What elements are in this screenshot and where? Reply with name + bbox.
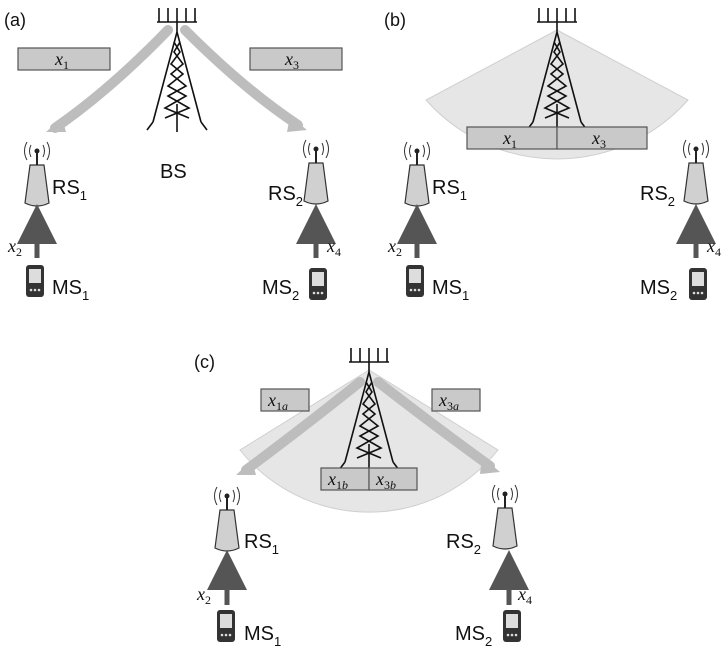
relay-station-icon-2 <box>491 484 519 550</box>
signal-x3b: x3b <box>375 469 396 492</box>
base-station-tower-icon <box>146 7 208 133</box>
beam-left-head <box>236 460 256 475</box>
rs2-label: RS2 <box>640 183 675 209</box>
mobile-phone-icon-1 <box>26 265 44 297</box>
beam-right <box>373 377 495 471</box>
signal-x1b: x1b <box>327 469 348 492</box>
signal-box-x1 <box>17 47 111 71</box>
rs1-label: RS1 <box>432 177 467 203</box>
ms1-label: MS1 <box>52 277 89 303</box>
panel-c-label: (c) <box>194 352 215 372</box>
relay-station-icon-2 <box>682 139 710 205</box>
signal-x1: x1 <box>502 128 517 151</box>
panel-c: (c) x1a x3a x1b x3b RS1 RS2 x2 x4 MS1 MS… <box>194 347 532 649</box>
signal-box-x3b <box>368 467 418 491</box>
rs2-label: RS2 <box>446 531 481 557</box>
signal-x2: x2 <box>196 584 211 607</box>
beam-right-head <box>480 457 500 474</box>
relay-station-icon-1 <box>23 141 51 207</box>
signal-box-x3 <box>556 126 648 150</box>
signal-x1a: x1a <box>267 390 288 413</box>
panel-b: (b) x1 x3 RS1 RS2 x2 x4 MS1 MS2 <box>384 7 721 303</box>
mobile-phone-icon-2 <box>309 268 327 300</box>
rs1-label: RS1 <box>244 531 279 557</box>
ms1-label: MS1 <box>244 623 281 649</box>
beam-left <box>241 377 365 475</box>
beam-left-head <box>46 118 66 132</box>
bs-label: BS <box>160 161 187 183</box>
relay-station-icon-1 <box>213 486 241 552</box>
panel-a-label: (a) <box>4 10 26 30</box>
signal-x4: x4 <box>326 236 341 259</box>
ms1-label: MS1 <box>432 277 469 303</box>
signal-x2: x2 <box>7 236 22 259</box>
signal-box-x3 <box>249 47 343 71</box>
signal-x3: x3 <box>284 49 299 72</box>
beam-left <box>50 25 173 133</box>
rs1-label: RS1 <box>52 177 87 203</box>
signal-x1: x1 <box>54 49 69 72</box>
signal-x3: x3 <box>591 128 606 151</box>
rs2-label: RS2 <box>268 183 303 209</box>
signal-x4: x4 <box>706 236 721 259</box>
ms2-label: MS2 <box>262 277 299 303</box>
mobile-phone-icon-2 <box>503 610 521 642</box>
mobile-phone-icon-2 <box>689 268 707 300</box>
ms2-label: MS2 <box>640 277 677 303</box>
beam-right <box>180 25 303 130</box>
signal-x2: x2 <box>387 236 402 259</box>
mobile-phone-icon-1 <box>406 265 424 297</box>
mobile-phone-icon-1 <box>217 610 235 642</box>
ms2-label: MS2 <box>455 623 492 649</box>
beam-right-head <box>287 116 307 132</box>
relay-station-icon-1 <box>403 141 431 207</box>
panel-a: (a) BS x1 x3 RS1 RS2 x2 x4 MS1 MS2 <box>4 7 343 303</box>
signal-box-x1a <box>260 388 310 412</box>
panel-b-label: (b) <box>384 10 406 30</box>
signal-box-x3a <box>431 388 481 412</box>
signal-x3a: x3a <box>438 390 459 413</box>
signal-x4: x4 <box>517 584 532 607</box>
relay-station-icon-2 <box>302 139 330 205</box>
